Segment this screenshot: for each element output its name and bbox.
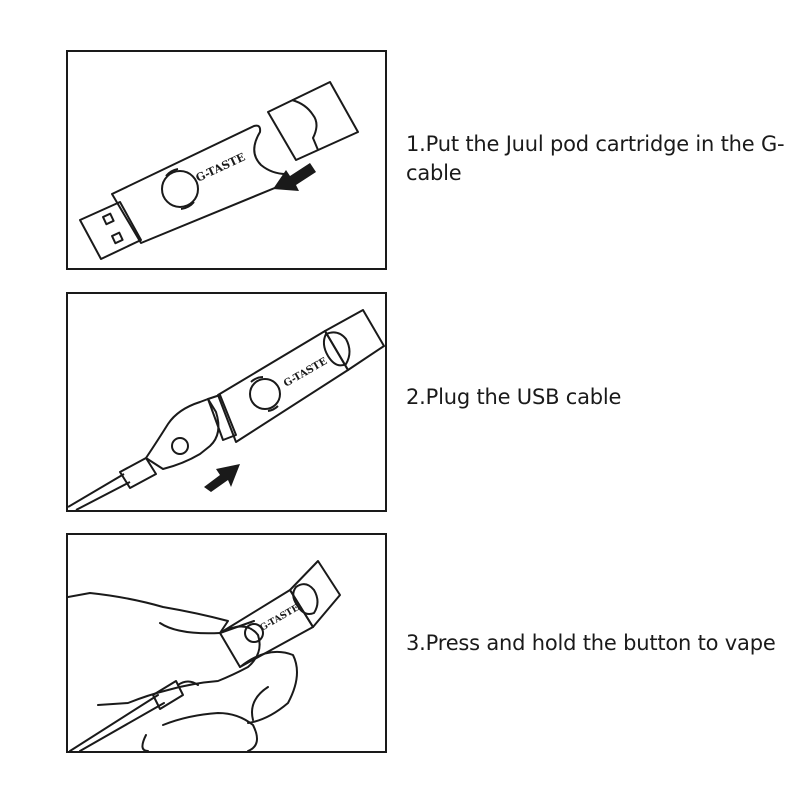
button-icon xyxy=(161,170,199,208)
brand-label: G-TASTE xyxy=(194,151,248,185)
brand-label: G-TASTE xyxy=(259,603,302,633)
usb-cable-line xyxy=(69,694,159,751)
usb-plug-hole-icon xyxy=(102,212,115,226)
hand-shape xyxy=(68,592,255,634)
arrow-up-right-icon xyxy=(204,464,240,492)
step-1-caption: 1.Put the Juul pod cartridge in the G-ca… xyxy=(406,132,785,185)
usb-connector-shape xyxy=(145,398,220,470)
g-cable-body-shape xyxy=(217,330,349,443)
usb-plug-hole-icon xyxy=(111,231,124,245)
button-icon xyxy=(244,623,264,643)
juul-pod-shape xyxy=(324,309,385,371)
usb-cable-line xyxy=(68,473,125,508)
step-1-illustration-frame: G-TASTE xyxy=(66,50,387,270)
step-2-caption: 2.Plug the USB cable xyxy=(406,385,622,409)
step-3-illustration: G-TASTE xyxy=(68,560,341,751)
button-icon xyxy=(249,378,281,410)
brand-label: G-TASTE xyxy=(282,356,330,390)
usb-plug-shape xyxy=(79,201,142,260)
juul-pod-shape xyxy=(289,560,341,628)
step-1-illustration: G-TASTE xyxy=(79,81,359,260)
step-3-illustration-frame: G-TASTE xyxy=(66,533,387,753)
step-2-illustration: G-TASTE xyxy=(68,309,385,510)
step-3-caption: 3.Press and hold the button to vape xyxy=(406,631,776,655)
juul-pod-shape xyxy=(267,81,359,161)
arrow-down-left-icon xyxy=(273,163,316,191)
step-2-illustration-frame: G-TASTE xyxy=(66,292,387,512)
